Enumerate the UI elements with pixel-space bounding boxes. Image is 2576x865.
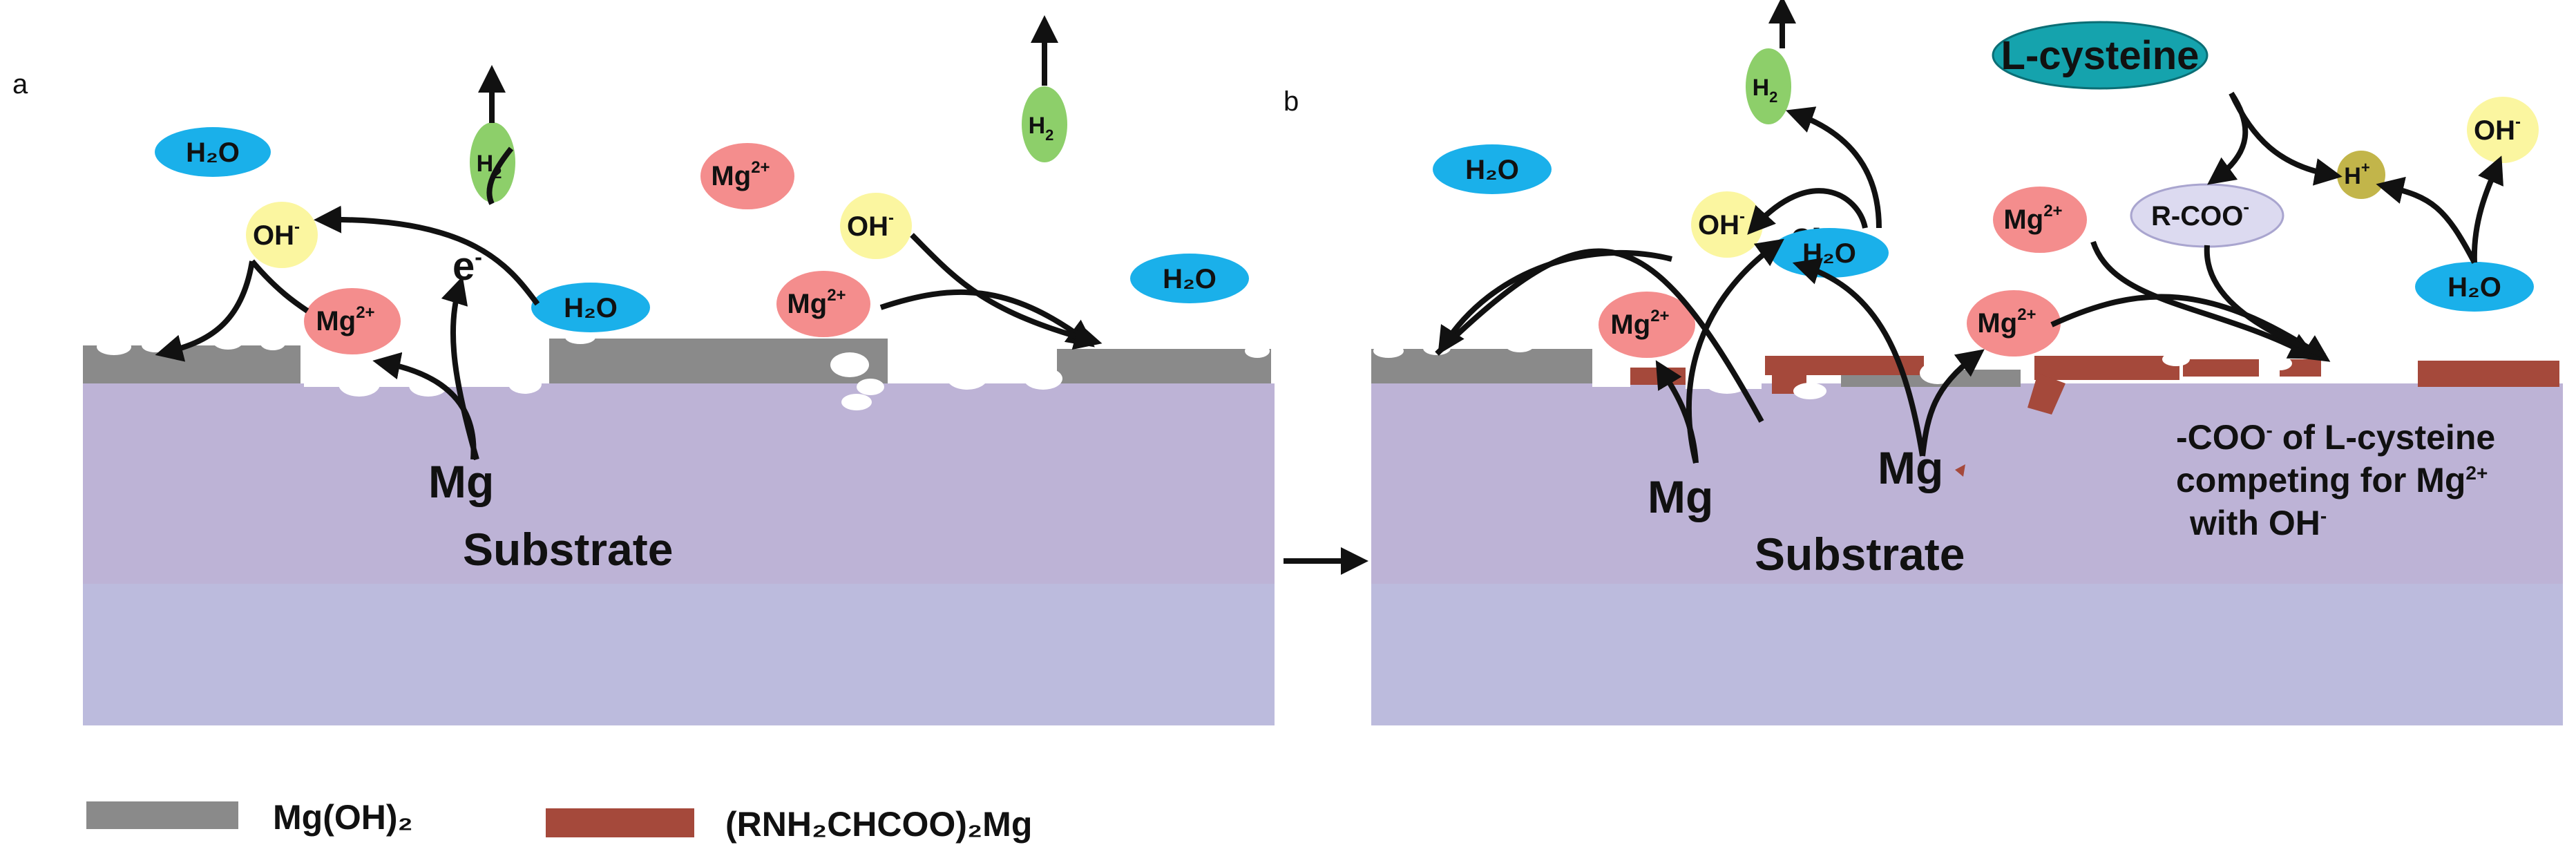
svg-text:Mg2+: Mg2+ xyxy=(711,158,770,191)
svg-text:Mg2+: Mg2+ xyxy=(316,303,374,336)
hydroxide-ion: OH- xyxy=(2467,97,2539,163)
hydroxide-ion: OH- xyxy=(1691,191,1763,258)
svg-text:Mg2+: Mg2+ xyxy=(2003,202,2062,235)
panel-b: b xyxy=(1284,0,2563,725)
h2o-molecule: H₂O xyxy=(531,283,650,332)
legend-swatch-complex xyxy=(546,808,694,837)
carboxylate-ion: R-COO- xyxy=(2130,183,2284,248)
svg-text:OH-: OH- xyxy=(1698,207,1745,240)
svg-text:H₂O: H₂O xyxy=(186,137,240,168)
substrate-a-top xyxy=(83,383,1275,584)
substrate-a-bottom xyxy=(83,584,1275,725)
mg-label-b: Mg xyxy=(1878,442,1943,493)
mg-label-b: Mg xyxy=(1648,471,1713,522)
svg-text:Mg2+: Mg2+ xyxy=(787,286,846,319)
svg-text:H2: H2 xyxy=(1029,113,1054,144)
mg-ion: Mg2+ xyxy=(1967,290,2061,357)
competition-annotation: -COO- of L-cysteine competing for Mg2+ w… xyxy=(2176,418,2495,542)
svg-text:H₂O: H₂O xyxy=(1163,264,1217,294)
h2o-molecule: H₂O xyxy=(1130,254,1249,303)
svg-text:L-cysteine: L-cysteine xyxy=(2001,33,2200,78)
legend-label-mgoh2: Mg(OH)₂ xyxy=(273,798,413,837)
reaction-arrows-b xyxy=(1435,0,2503,464)
mg-ion: Mg2+ xyxy=(700,143,794,209)
svg-text:competing for Mg2+: competing for Mg2+ xyxy=(2176,461,2488,500)
panel-b-letter: b xyxy=(1284,86,1299,117)
svg-text:-COO- of L-cysteine: -COO- of L-cysteine xyxy=(2176,418,2495,457)
hydrogen-molecule: H2 xyxy=(1022,86,1067,162)
mgoh2-layer-b xyxy=(1371,349,1592,383)
svg-text:H₂O: H₂O xyxy=(2448,272,2501,303)
mgoh2-layer-a xyxy=(1057,349,1271,383)
svg-text:OH-: OH- xyxy=(2474,113,2521,146)
h2o-molecule: H₂O xyxy=(155,127,271,177)
mgoh2-layer-a xyxy=(549,339,888,383)
svg-text:Mg2+: Mg2+ xyxy=(1610,307,1669,340)
svg-text:H₂O: H₂O xyxy=(1802,238,1856,269)
svg-text:H2: H2 xyxy=(1753,75,1778,106)
proton: H+ xyxy=(2337,151,2385,199)
mg-label-a: Mg xyxy=(428,456,494,507)
svg-text:H₂O: H₂O xyxy=(564,293,618,323)
svg-text:OH-: OH- xyxy=(253,218,300,251)
panel-a: a Substrate xyxy=(12,15,1275,725)
svg-text:OH-: OH- xyxy=(847,209,894,242)
mg-ion: Mg2+ xyxy=(1993,187,2087,253)
legend-label-complex: (RNH₂CHCOO)₂Mg xyxy=(725,805,1032,844)
substrate-label-a: Substrate xyxy=(463,524,673,575)
h2o-molecule: H₂O xyxy=(2415,262,2534,312)
substrate-b-top xyxy=(1371,383,2563,584)
hydrogen-molecule: H2 xyxy=(1746,48,1791,124)
mg-ion: Mg2+ xyxy=(776,271,870,337)
svg-text:R-COO-: R-COO- xyxy=(2151,196,2249,231)
svg-text:Mg2+: Mg2+ xyxy=(1977,305,2036,339)
mg-ion: Mg2+ xyxy=(1599,292,1695,358)
svg-text:with OH-: with OH- xyxy=(2189,504,2327,542)
h2o-molecule: H₂O xyxy=(1433,144,1552,194)
mg-ion: Mg2+ xyxy=(304,288,401,354)
legend: Mg(OH)₂ (RNH₂CHCOO)₂Mg xyxy=(86,798,1032,844)
hydroxide-ion: OH- xyxy=(840,193,912,259)
l-cysteine-molecule: L-cysteine xyxy=(1992,21,2208,90)
svg-text:H₂O: H₂O xyxy=(1465,155,1519,185)
hydrogen-molecule: H2 xyxy=(470,122,515,202)
svg-text:H+: H+ xyxy=(2344,159,2369,189)
legend-swatch-mgoh2 xyxy=(86,801,238,829)
panel-a-letter: a xyxy=(12,69,28,99)
h2o-molecule: H₂O xyxy=(1770,228,1889,278)
substrate-label-b: Substrate xyxy=(1755,529,1965,580)
reaction-arrows-a xyxy=(155,15,1103,461)
substrate-b-bottom xyxy=(1371,584,2563,725)
hydroxide-ion: OH- xyxy=(246,202,318,268)
